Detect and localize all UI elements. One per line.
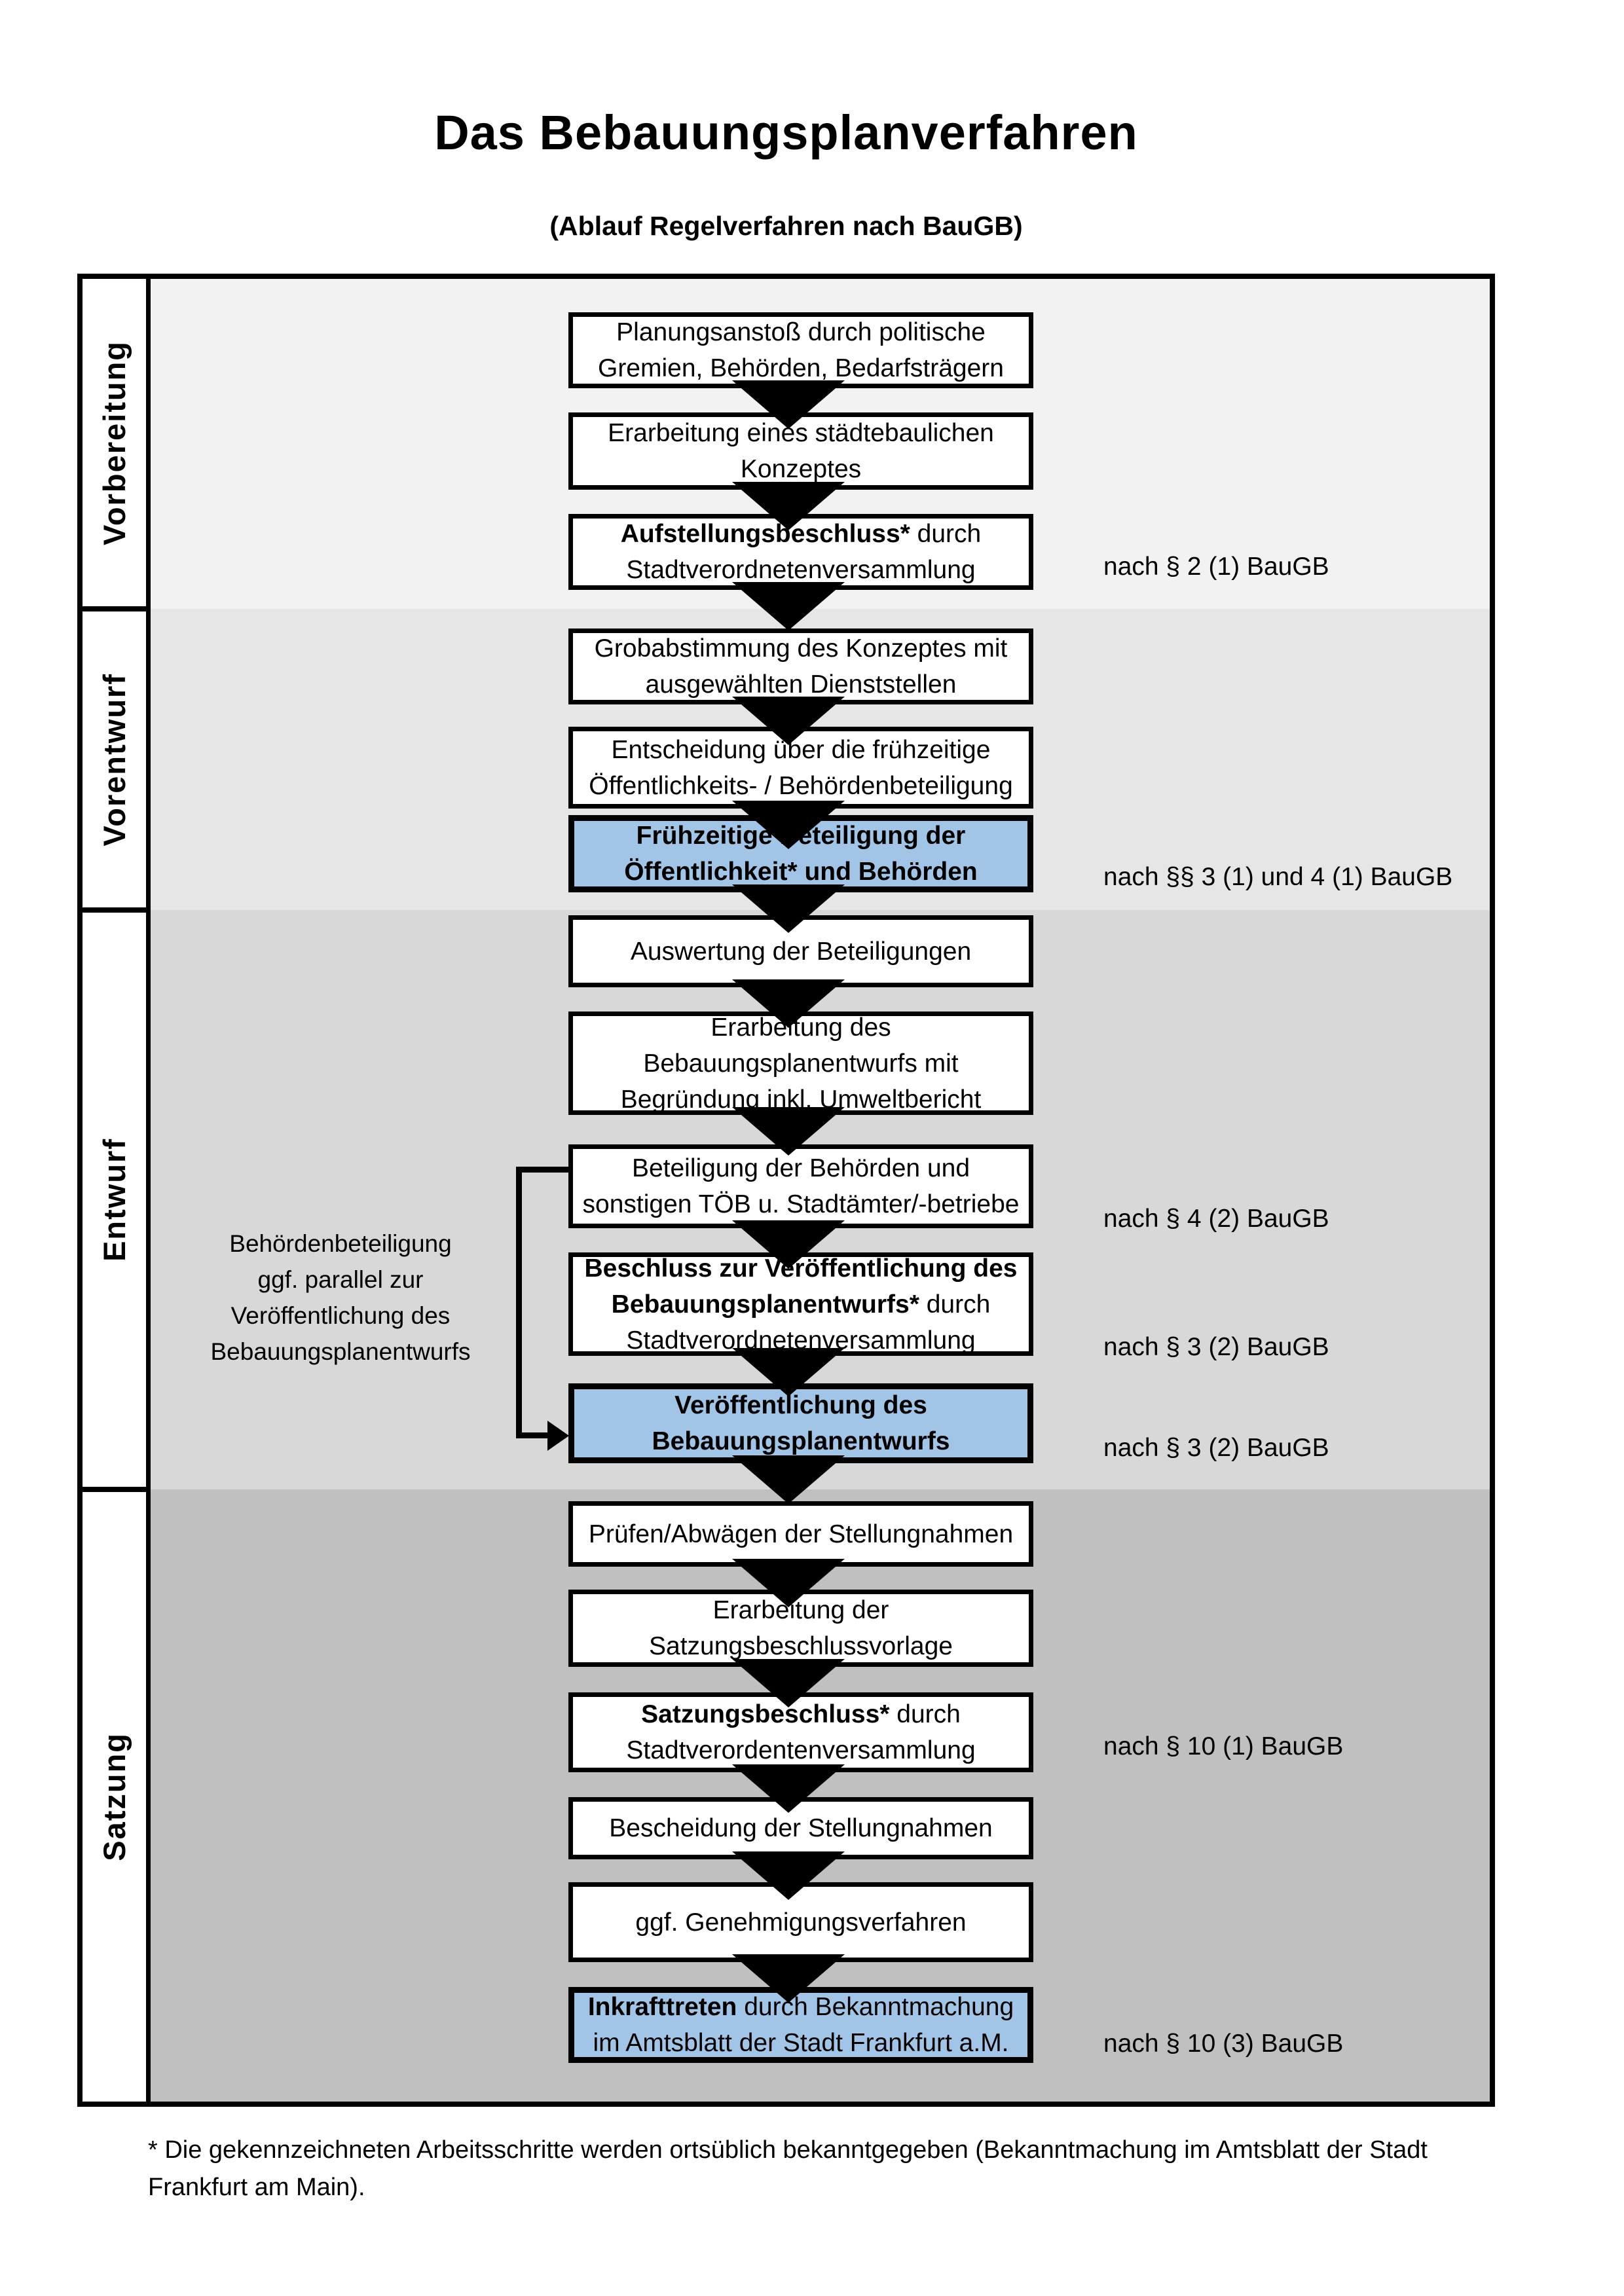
- phase-label-cell-vorentwurf: Vorentwurf: [83, 611, 146, 907]
- down-arrow-icon: [732, 1851, 845, 1900]
- phase-label-cell-entwurf: Entwurf: [83, 913, 146, 1487]
- page-title: Das Bebauungsplanverfahren: [434, 105, 1138, 160]
- legal-note-aufstellungsbeschluss: nach § 2 (1) BauGB: [1103, 553, 1329, 581]
- label-column-separator: [146, 279, 151, 2102]
- down-arrow-icon: [732, 1107, 845, 1156]
- down-arrow-icon: [732, 697, 845, 745]
- down-arrow-icon: [732, 1764, 845, 1813]
- down-arrow-icon: [732, 1659, 845, 1707]
- phase-label-column: Vorbereitung Vorentwurf Entwurf Satzung: [83, 279, 151, 2102]
- phase-divider-1: [83, 606, 151, 611]
- down-arrow-icon: [732, 1954, 845, 2003]
- down-arrow-icon: [732, 380, 845, 429]
- down-arrow-icon: [732, 1348, 845, 1396]
- phase-label-vorentwurf: Vorentwurf: [97, 672, 132, 847]
- connector-vertical-line: [516, 1167, 522, 1438]
- side-annotation: Behördenbeteiligung ggf. parallel zur Ve…: [210, 1230, 471, 1365]
- connector-arrowhead-icon: [547, 1421, 569, 1451]
- down-arrow-icon: [732, 1559, 845, 1607]
- phase-label-cell-vorbereitung: Vorbereitung: [83, 279, 146, 606]
- process-box-grobabstimmung: Grobabstimmung des Konzeptes mit ausgewä…: [568, 629, 1033, 704]
- phase-label-vorbereitung: Vorbereitung: [97, 340, 132, 545]
- down-arrow-icon: [732, 582, 845, 630]
- down-arrow-icon: [732, 979, 845, 1028]
- legal-note-veroeffentlichung: nach § 3 (2) BauGB: [1103, 1434, 1329, 1462]
- footnote: * Die gekennzeichneten Arbeitsschritte w…: [148, 2136, 1428, 2201]
- down-arrow-icon: [732, 1455, 845, 1504]
- legal-note-beteiligung-behoerden: nach § 4 (2) BauGB: [1103, 1205, 1329, 1233]
- process-box-pruefen-abwaegen: Prüfen/Abwägen der Stellungnahmen: [568, 1501, 1033, 1567]
- phase-divider-3: [83, 1487, 151, 1492]
- connector-stub-line: [516, 1167, 568, 1173]
- legal-note-satzungsbeschluss: nach § 10 (1) BauGB: [1103, 1732, 1344, 1760]
- phase-divider-2: [83, 907, 151, 913]
- down-arrow-icon: [732, 1220, 845, 1269]
- legal-note-beschluss-veroeffentlichung: nach § 3 (2) BauGB: [1103, 1333, 1329, 1361]
- connector-horizontal-line: [516, 1432, 549, 1438]
- legal-note-inkrafttreten: nach § 10 (3) BauGB: [1103, 2030, 1344, 2058]
- process-box-satzungsbeschluss: Satzungsbeschluss* durch Stadtverordente…: [568, 1692, 1033, 1772]
- process-box-planungsanstoss: Planungsanstoß durch politische Gremien,…: [568, 312, 1033, 388]
- phase-label-cell-satzung: Satzung: [83, 1492, 146, 2102]
- flowchart-inner: Vorbereitung Vorentwurf Entwurf Satzung: [83, 279, 1490, 2102]
- flowchart-frame: Vorbereitung Vorentwurf Entwurf Satzung: [77, 274, 1495, 2107]
- down-arrow-icon: [732, 801, 845, 849]
- process-box-beteiligung-behoerden-toeb: Beteiligung der Behörden und sonstigen T…: [568, 1144, 1033, 1228]
- phase-label-satzung: Satzung: [97, 1732, 132, 1861]
- phase-label-entwurf: Entwurf: [97, 1138, 132, 1262]
- down-arrow-icon: [732, 884, 845, 933]
- down-arrow-icon: [732, 482, 845, 530]
- process-box-bescheidung-stellungnahmen: Bescheidung der Stellungnahmen: [568, 1797, 1033, 1859]
- legal-note-fruehzeitige-beteiligung: nach §§ 3 (1) und 4 (1) BauGB: [1103, 863, 1453, 891]
- page-subtitle: (Ablauf Regelverfahren nach BauGB): [549, 211, 1023, 241]
